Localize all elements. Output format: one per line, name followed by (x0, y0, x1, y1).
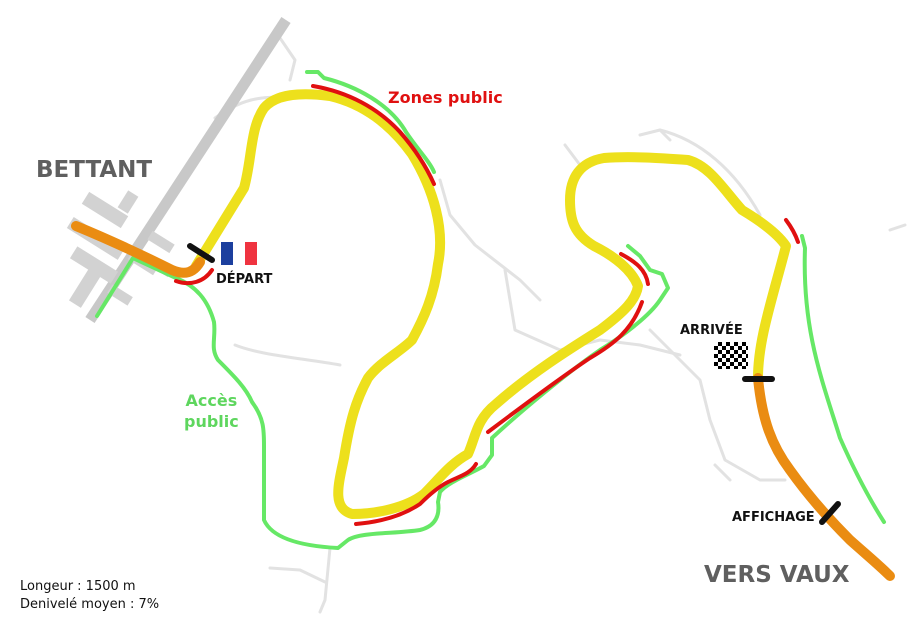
liaison-roads (71, 221, 895, 581)
zone-public-depart (174, 268, 214, 286)
zone-public-hairpin (619, 252, 650, 286)
zone-public-right (784, 218, 800, 244)
place-vers-vaux: VERS VAUX (704, 562, 850, 588)
liaison-vers-vaux (753, 373, 895, 581)
legend-acces-public-line2: public (184, 412, 239, 431)
acces-public-path-right (800, 234, 886, 524)
main-road (85, 16, 291, 324)
spectator-zones (174, 84, 800, 526)
acces-public-path-top (305, 70, 436, 174)
french-flag-icon (221, 242, 257, 265)
special-stage-course (191, 89, 791, 519)
label-arrivee: ARRIVÉE (680, 323, 743, 338)
label-affichage: AFFICHAGE (732, 510, 815, 525)
course-info: Longeur : 1500 m Denivelé moyen : 7% (20, 578, 159, 614)
label-depart: DÉPART (216, 272, 273, 287)
place-bettant: BETTANT (36, 157, 153, 183)
zone-public-diagonal (486, 300, 644, 434)
info-denivele: Denivelé moyen : 7% (20, 597, 160, 612)
checkered-flag-icon (714, 342, 748, 369)
info-longueur: Longeur : 1500 m (20, 579, 136, 594)
depart-line (187, 243, 215, 263)
legend-zones-public: Zones public (388, 88, 503, 107)
zone-public-bottom (354, 462, 478, 526)
affichage-line (819, 501, 841, 525)
legend-acces-public-line1: Accès (185, 391, 238, 410)
zone-public-top (311, 84, 436, 186)
control-bars (187, 243, 841, 525)
liaison-bettant (71, 221, 205, 278)
acces-public-path-main (95, 244, 670, 550)
minor-roads (213, 36, 907, 614)
legend-acces-public: Accès public (184, 390, 239, 432)
